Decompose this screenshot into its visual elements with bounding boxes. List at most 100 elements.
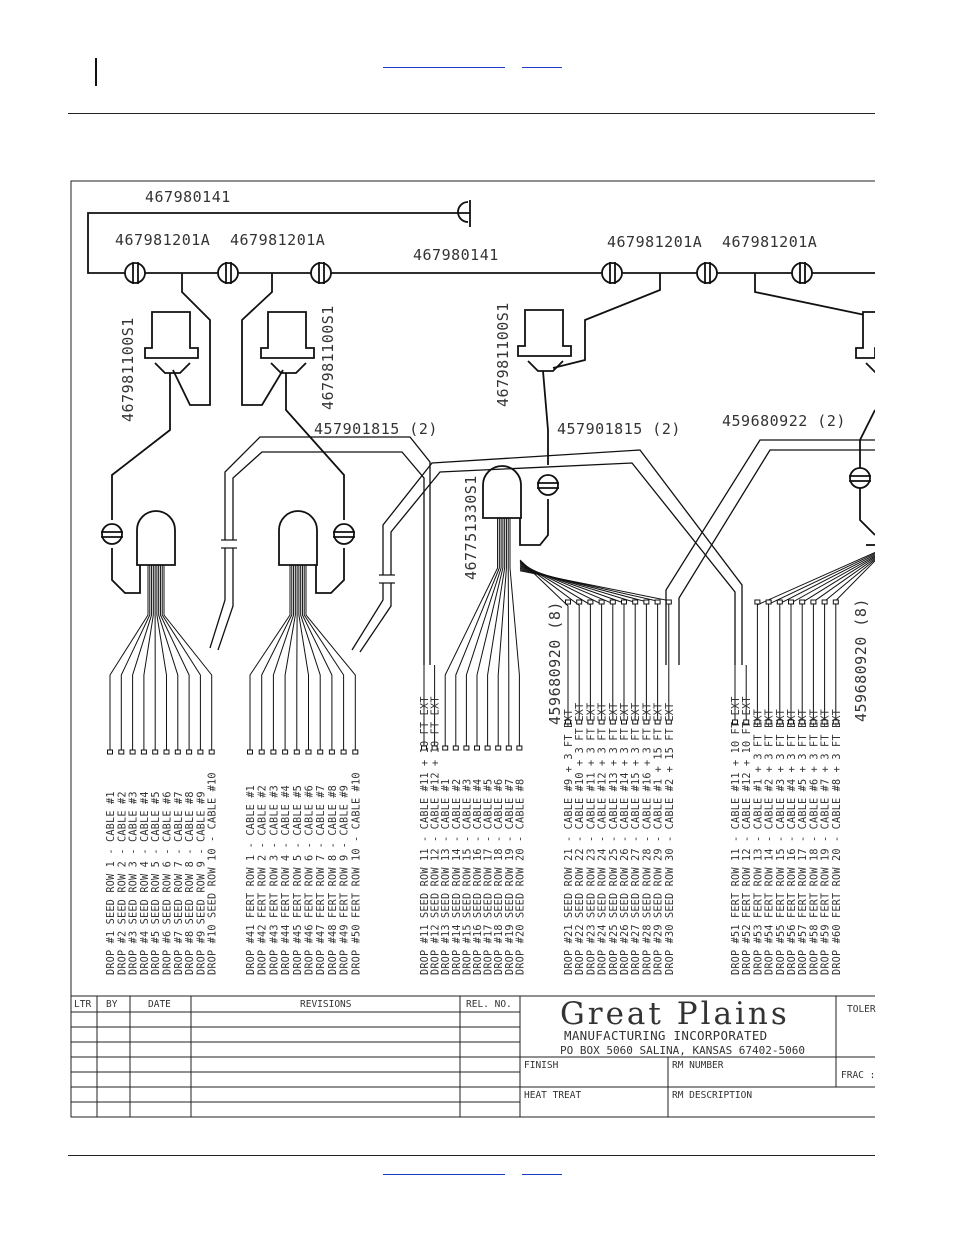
drop-wire [120, 565, 151, 752]
hub-dome-2 [278, 510, 318, 566]
extension-cable-459680922 [665, 439, 875, 665]
part-label-module-2: 467981100S1 [319, 305, 337, 410]
drop-terminal [442, 745, 449, 751]
drop-label: DROP #26 SEED ROW 26 - CABLE #14 + 3 FT … [620, 703, 631, 975]
drop-label: DROP #25 SEED ROW 25 - CABLE #13 + 3 FT … [609, 703, 620, 975]
drop-wire [756, 551, 875, 722]
drop-label: DROP #10 SEED ROW 10 - CABLE #10 [208, 772, 219, 975]
drop-label: DROP #18 SEED ROW 18 - CABLE #6 [494, 779, 505, 975]
drop-label: DROP #12 SEED ROW 12 - CABLE #12 + 10 FT… [431, 696, 442, 975]
drop-label: DROP #57 FERT ROW 17 - CABLE #5 + 3 FT E… [798, 709, 809, 975]
drop-label: DROP #51 FERT ROW 11 - CABLE #11 + 10 FT… [731, 696, 742, 975]
drop-terminal [732, 719, 738, 725]
drop-wire [163, 565, 213, 752]
drop-label: DROP #43 FERT ROW 3 - CABLE #3 [269, 785, 280, 975]
wire-splice [788, 599, 794, 605]
drop-wire [158, 565, 179, 752]
drop-terminal [282, 749, 289, 755]
header-link-manual[interactable] [383, 67, 505, 68]
footer-link-manual[interactable] [383, 1174, 505, 1175]
revision-header-by: BY [106, 999, 118, 1010]
drop-terminal [305, 749, 312, 755]
drop-terminal [516, 745, 523, 751]
revision-header-rel-no: REL. NO. [466, 999, 512, 1010]
drop-label: DROP #22 SEED ROW 22 - CABLE #10 + 3 FT … [575, 703, 586, 975]
drop-label: DROP #42 FERT ROW 2 - CABLE #2 [258, 785, 269, 975]
drop-terminal [609, 719, 616, 725]
company-logo-text: Great Plains [560, 996, 790, 1032]
drop-terminal [197, 749, 204, 755]
drop-label: DROP #9 SEED ROW 9 - CABLE #9 [196, 791, 207, 975]
drop-terminal [598, 719, 605, 725]
drop-label: DROP #49 FERT ROW 9 - CABLE #9 [340, 785, 351, 975]
drop-terminal [788, 719, 794, 725]
drop-wire [143, 565, 154, 752]
footer-rule [68, 1155, 875, 1156]
part-label-module-3: 467981100S1 [494, 302, 512, 407]
drop-label: DROP #27 SEED ROW 27 - CABLE #15 + 3 FT … [631, 703, 642, 975]
drop-label: DROP #5 SEED ROW 5 - CABLE #5 [151, 791, 162, 975]
drop-wire [455, 518, 500, 748]
drop-wire [132, 565, 153, 752]
part-label-y-adapter-1: 467981201A [115, 231, 210, 249]
connector [601, 262, 623, 284]
drop-terminal [754, 719, 761, 725]
header-link-index[interactable] [522, 67, 562, 68]
connector [310, 262, 332, 284]
drop-wire [497, 518, 507, 748]
drop-terminal [505, 745, 512, 751]
drop-terminal [352, 749, 359, 755]
title-block [71, 995, 875, 1117]
wire-splice [765, 599, 772, 605]
drop-wire [301, 565, 333, 752]
drop-label: DROP #60 FERT ROW 20 - CABLE #8 + 3 FT E… [832, 709, 843, 975]
wire-splice [609, 599, 616, 605]
drop-label: DROP #53 FERT ROW 13 - CABLE #1 + 3 FT E… [753, 709, 764, 975]
connector [333, 523, 355, 545]
wire-splice [821, 599, 828, 605]
drop-terminal [152, 749, 159, 755]
drop-terminal [576, 719, 583, 725]
part-label-y-adapter-2: 467981201A [230, 231, 325, 249]
part-label-y-adapter-3: 467981201A [607, 233, 702, 251]
rm-description-label: RM DESCRIPTION [672, 1090, 752, 1101]
drop-terminal [643, 719, 650, 725]
connector [696, 262, 718, 284]
drop-label: DROP #7 SEED ROW 7 - CABLE #7 [174, 791, 185, 975]
extension-cable-457901815-a [209, 436, 431, 665]
footer-link-index[interactable] [522, 1174, 562, 1175]
drop-terminal [743, 719, 750, 725]
drop-label: DROP #52 FERT ROW 12 - CABLE #12 + 10 FT… [742, 696, 753, 975]
wire-splice [621, 599, 627, 605]
wire-splice [799, 599, 806, 605]
drop-label: DROP #3 SEED ROW 3 - CABLE #3 [129, 791, 140, 975]
drop-terminal [665, 719, 672, 725]
module-2 [260, 311, 345, 520]
drop-terminal [495, 745, 502, 751]
drop-wire [284, 565, 296, 752]
drop-label: DROP #23 SEED ROW 23 - CABLE #11 + 3 FT … [586, 703, 597, 975]
drop-wire [519, 559, 569, 722]
connector [849, 467, 871, 489]
drop-wire [303, 565, 345, 752]
drop-terminal [832, 719, 839, 725]
wire-splice [632, 599, 639, 605]
drop-terminal [174, 749, 181, 755]
drop-terminal [208, 749, 215, 755]
header-margin-bar [95, 58, 97, 86]
drop-wire [156, 565, 167, 752]
drop-label: DROP #41 FERT ROW 1 - CABLE #1 [246, 785, 257, 975]
drop-label: DROP #8 SEED ROW 8 - CABLE #8 [185, 791, 196, 975]
drop-label: DROP #29 SEED ROW 29 - CABLE #1 + 15 FT … [654, 703, 665, 975]
wire-splice [754, 599, 761, 605]
drop-wire [476, 518, 504, 748]
drop-terminal [421, 745, 427, 751]
part-label-top-harness: 467980141 [145, 188, 231, 206]
drop-terminal [186, 749, 193, 755]
drop-terminal [565, 719, 571, 725]
drop-terminal [140, 749, 147, 755]
drop-terminal [474, 745, 480, 751]
drop-wire [519, 569, 659, 722]
main-harness-line [87, 212, 875, 274]
